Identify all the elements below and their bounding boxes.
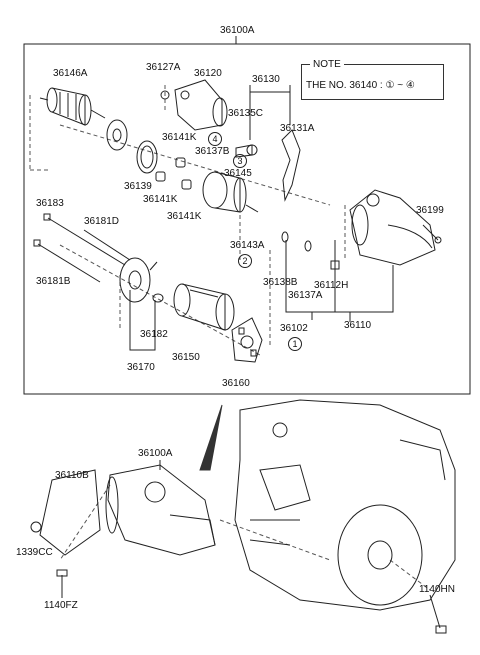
circled-number-3: 3 [233, 154, 247, 168]
bolt-1140hn-drawing [429, 594, 441, 629]
label-36131a: 36131A [280, 123, 315, 134]
note-title: NOTE [310, 59, 344, 70]
label-36110b: 36110B [55, 470, 89, 481]
label-1140fz: 1140FZ [44, 600, 78, 611]
label-36135c: 36135C [228, 108, 264, 119]
bolt-1339cc-drawing [30, 521, 42, 533]
plate-drawing [106, 119, 128, 151]
through-bolt-drawing [47, 217, 126, 266]
label-36145: 36145 [224, 168, 252, 179]
label-36112h: 36112H [314, 280, 349, 291]
starter-assembly-drawing [105, 460, 216, 556]
label-1140hn: 1140HN [419, 584, 455, 595]
note-text: THE NO. 36140 : ① ~ ④ [306, 80, 415, 91]
housing-drawing [349, 189, 436, 266]
label-36182: 36182 [140, 329, 168, 340]
label-36130: 36130 [252, 74, 280, 85]
label-36150: 36150 [172, 352, 200, 363]
cover-drawing [39, 469, 101, 556]
clutch-drawing [202, 171, 259, 213]
circled-number-4: 4 [208, 132, 222, 146]
armature-drawing [39, 87, 106, 126]
label-36110: 36110 [344, 320, 372, 331]
label-36141k-c: 36141K [167, 211, 202, 222]
label-36100a-bottom: 36100A [138, 448, 173, 459]
label-36120: 36120 [194, 68, 222, 79]
label-36143a: 36143A [230, 240, 265, 251]
assembly-title: 36100A [220, 25, 255, 36]
label-36146a: 36146A [53, 68, 88, 79]
label-36181d: 36181D [84, 216, 120, 227]
label-36102: 36102 [280, 323, 308, 334]
label-36181b: 36181B [36, 276, 71, 287]
yoke-drawing [173, 283, 235, 331]
label-36137a: 36137A [288, 290, 323, 301]
circled-number-1: 1 [288, 337, 302, 351]
label-36139: 36139 [124, 181, 152, 192]
label-36141k-b: 36141K [143, 194, 178, 205]
bolt-drawing [422, 224, 439, 241]
label-36141k-a: 36141K [162, 132, 197, 143]
label-1339cc: 1339CC [16, 547, 53, 558]
bushing-drawing [175, 157, 186, 168]
brush-holder-drawing [231, 317, 263, 363]
label-36170: 36170 [127, 362, 155, 373]
transmission-case-drawing [234, 399, 456, 611]
label-36127a: 36127A [146, 62, 181, 73]
circled-number-2: 2 [238, 254, 252, 268]
end-frame-drawing [119, 257, 158, 303]
solenoid-drawing [160, 79, 228, 131]
lever-drawing [281, 129, 301, 202]
note-box [301, 64, 444, 100]
ring-drawing [136, 140, 158, 174]
label-36183: 36183 [36, 198, 64, 209]
label-36138b: 36138B [263, 277, 298, 288]
label-36199: 36199 [416, 205, 444, 216]
assembly-frame [23, 43, 471, 395]
label-36137b: 36137B [195, 146, 230, 157]
label-36160: 36160 [222, 378, 250, 389]
